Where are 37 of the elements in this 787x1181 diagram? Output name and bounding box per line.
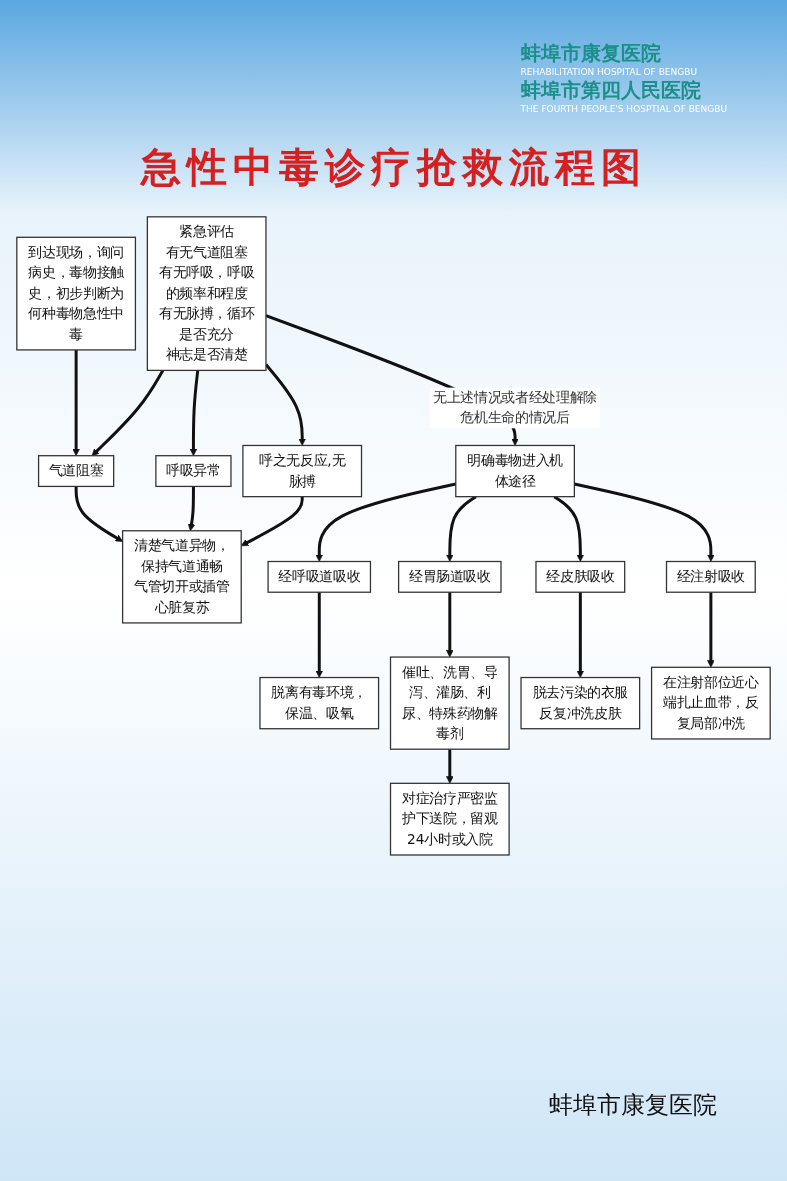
node-box: 经皮肤吸收 bbox=[535, 560, 626, 593]
edge-label: 无上述情况或者经处理解除危机生命的情况后 bbox=[433, 389, 597, 426]
node-box: 明确毒物进入机体途径 bbox=[455, 444, 575, 498]
arrow bbox=[446, 495, 477, 562]
arrow bbox=[576, 592, 585, 678]
node-box: 清楚气道异物，保持气道通畅 气管切开或插管 心脏复苏 bbox=[122, 530, 242, 624]
node-box: 呼吸异常 bbox=[155, 455, 232, 488]
arrow bbox=[574, 482, 715, 562]
node-box: 经注射吸收 bbox=[665, 560, 756, 593]
node-box: 到达现场，询问病史，毒物接触史，初步判断为何种毒物急性中毒 bbox=[16, 236, 137, 351]
node-box: 在注射部位近心端扎止血带，反复局部冲洗 bbox=[650, 666, 771, 740]
hospital-name: 蚌埠市康复医院 bbox=[520, 40, 662, 67]
arrow bbox=[187, 486, 196, 532]
hospital-english-name: THE FOURTH PEOPLE'S HOSPTIAL OF BENGBU bbox=[520, 104, 727, 114]
footer-hospital-name: 蚌埠市康复医院 bbox=[549, 1090, 717, 1121]
arrow bbox=[74, 486, 123, 542]
arrow bbox=[72, 349, 80, 457]
arrow bbox=[446, 749, 454, 784]
hospital-english-name: REHABILITATION HOSPITAL OF BENGBU bbox=[520, 67, 698, 77]
node-box: 脱去污染的衣服反复冲洗皮肤 bbox=[520, 676, 641, 730]
node-box: 呼之无反应,无脉搏 bbox=[242, 444, 363, 498]
arrow bbox=[264, 363, 306, 446]
node-box: 脱离有毒环境，保温、吸氧 bbox=[259, 676, 380, 730]
hospital-name: 蚌埠市第四人民医院 bbox=[520, 77, 702, 104]
node-box: 对症治疗严密监护下送院，留观24小时或入院 bbox=[389, 782, 510, 856]
node-box: 紧急评估 有无气道阻塞 有无呼吸，呼吸的频率和程度 有无脉搏，循环是否充分 神志是否清楚 bbox=[146, 216, 267, 372]
node-box: 气道阻塞 bbox=[37, 455, 115, 488]
arrow bbox=[553, 495, 585, 562]
poster-title: 急性中毒诊疗抢救流程图 bbox=[139, 143, 648, 192]
arrow bbox=[189, 370, 200, 457]
arrow bbox=[446, 592, 454, 658]
arrow bbox=[91, 369, 165, 457]
arrow bbox=[707, 592, 715, 668]
node-box: 经胃肠道吸收 bbox=[398, 560, 502, 593]
node-box: 催吐、洗胃、导泻、灌肠、利尿、特殊药物解毒剂 bbox=[389, 656, 510, 750]
arrow bbox=[315, 592, 324, 678]
node-box: 经呼吸道吸收 bbox=[267, 560, 372, 593]
